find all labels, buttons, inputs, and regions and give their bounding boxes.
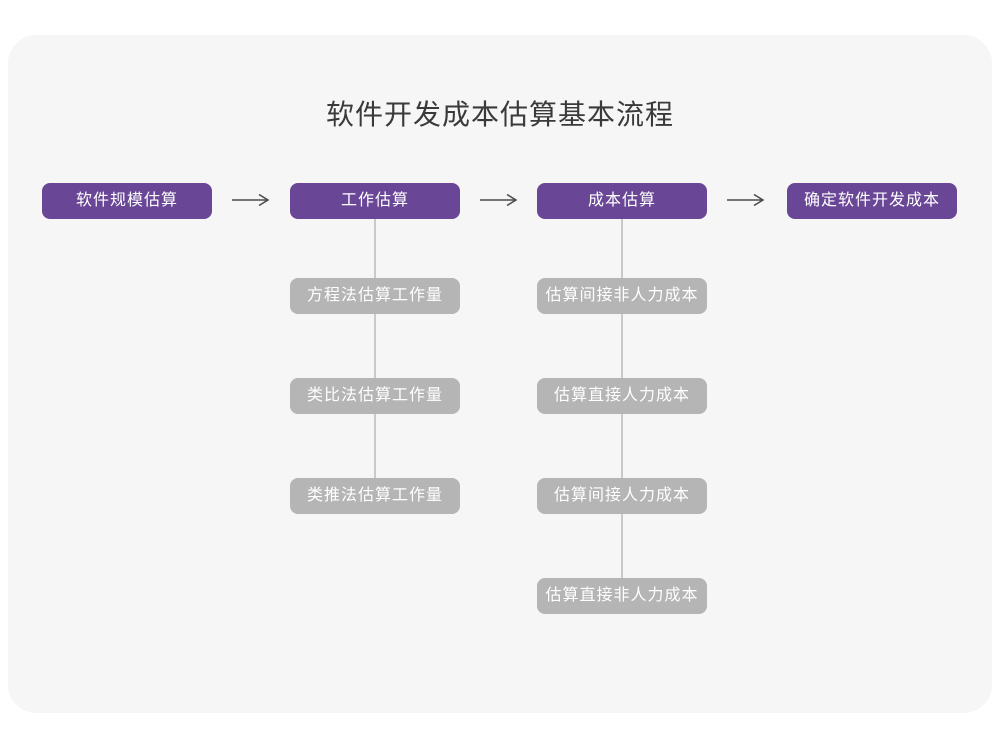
flow-arrow-icon	[232, 193, 270, 207]
flow-step-software-scale-estimation: 软件规模估算	[42, 183, 212, 219]
diagram-card-background	[8, 35, 992, 713]
work-substep-equation-method: 方程法估算工作量	[290, 278, 460, 314]
flow-arrow-icon	[727, 193, 765, 207]
cost-substep-direct-non-labor: 估算直接非人力成本	[537, 578, 707, 614]
cost-substep-direct-labor: 估算直接人力成本	[537, 378, 707, 414]
work-estimation-connector-line	[374, 218, 376, 493]
flow-arrow-icon	[480, 193, 518, 207]
flow-step-determine-software-dev-cost: 确定软件开发成本	[787, 183, 957, 219]
flow-step-work-estimation: 工作估算	[290, 183, 460, 219]
diagram-title: 软件开发成本估算基本流程	[325, 99, 674, 130]
work-substep-analogy-method: 类比法估算工作量	[290, 378, 460, 414]
work-substep-extrapolation-method: 类推法估算工作量	[290, 478, 460, 514]
cost-substep-indirect-non-labor: 估算间接非人力成本	[537, 278, 707, 314]
cost-substep-indirect-labor: 估算间接人力成本	[537, 478, 707, 514]
flow-step-cost-estimation: 成本估算	[537, 183, 707, 219]
